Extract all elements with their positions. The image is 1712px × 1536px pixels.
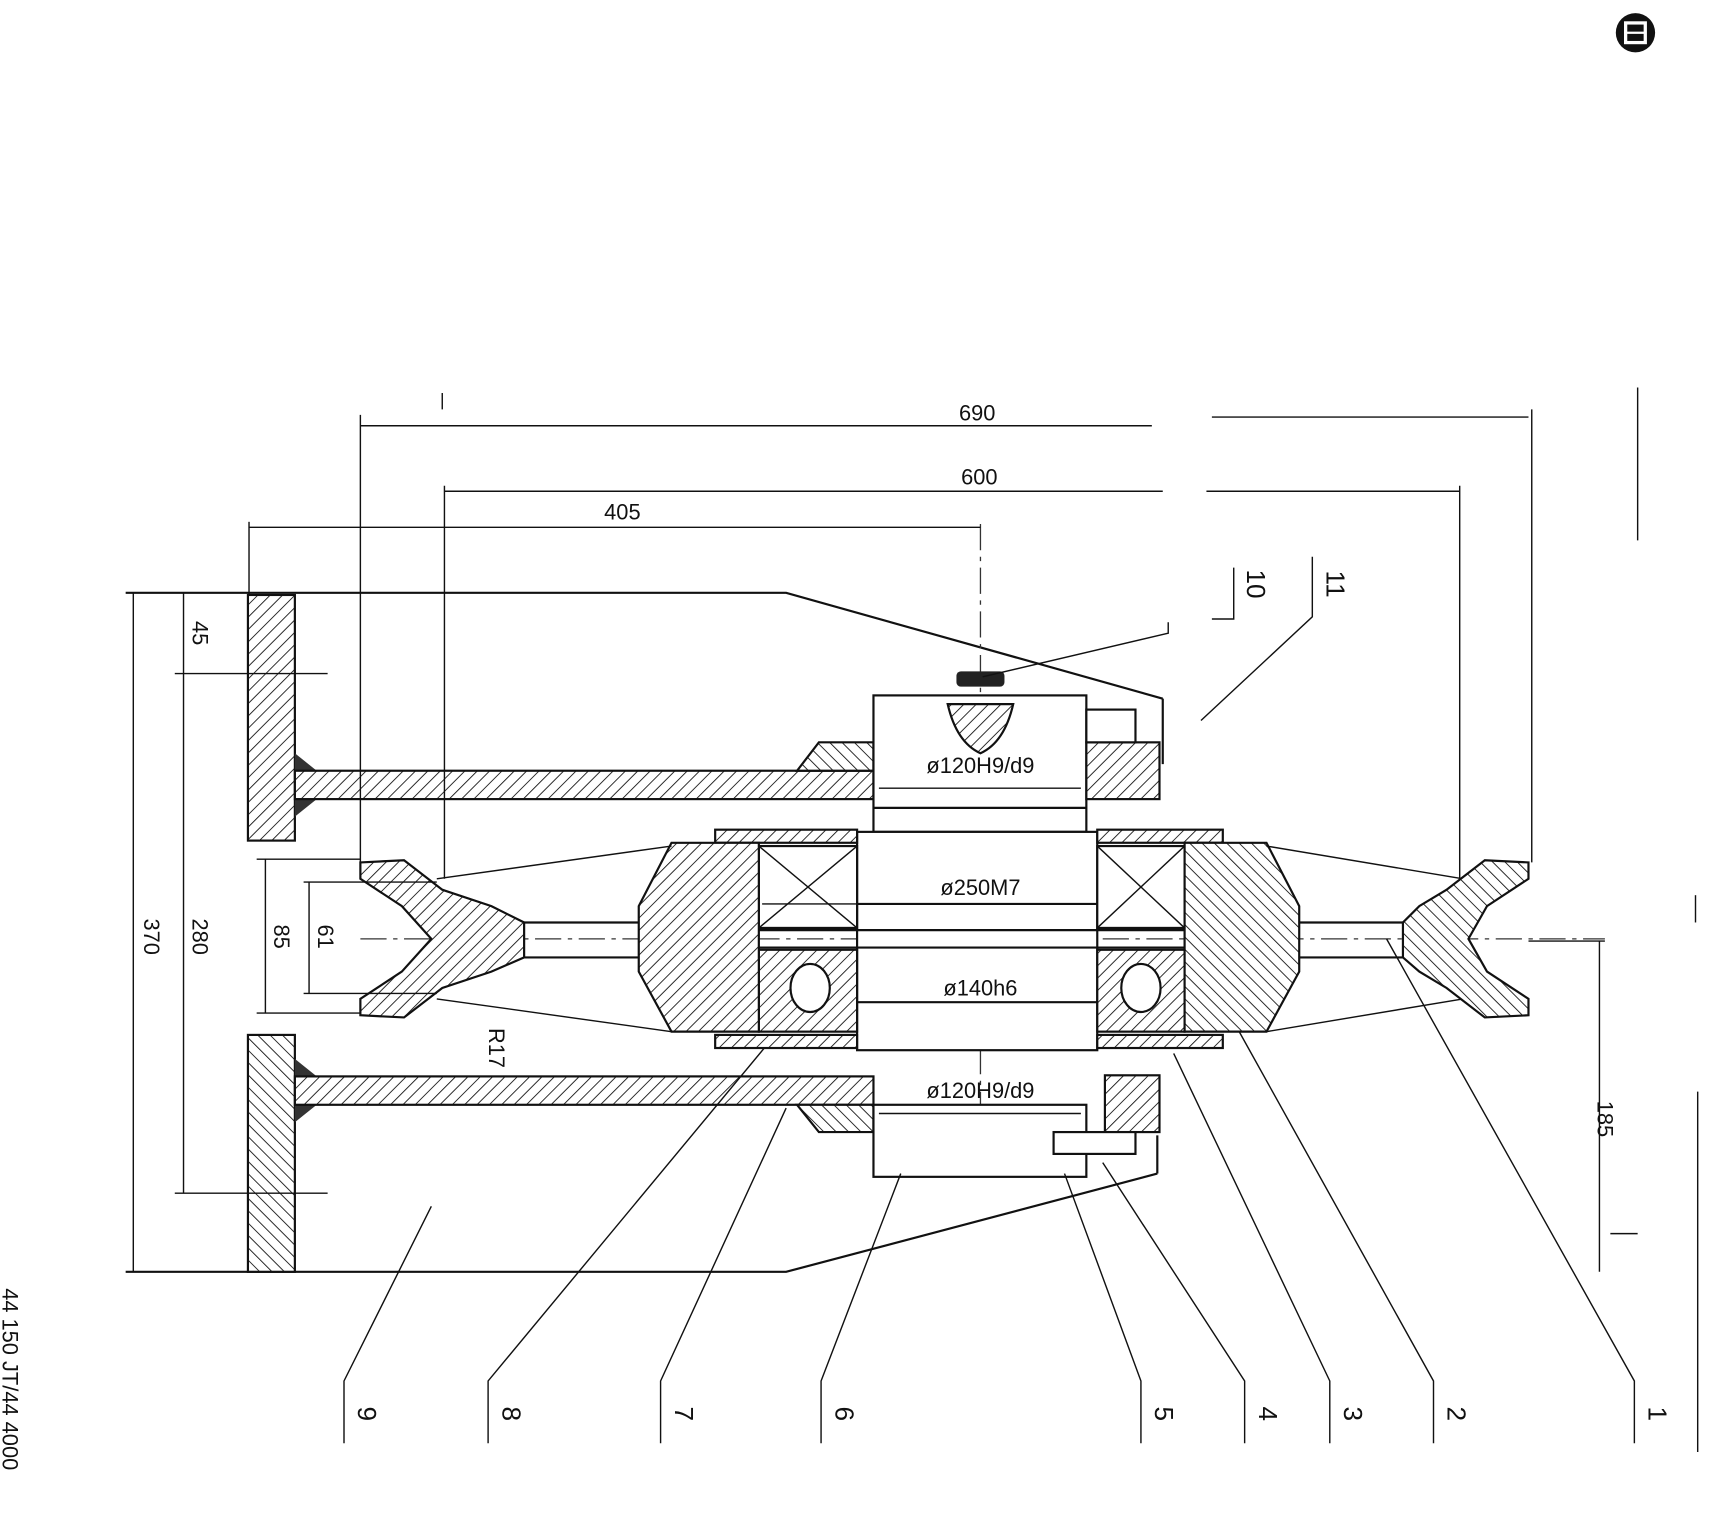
dim-405: 405: [604, 500, 640, 525]
part-5: 5: [1149, 1406, 1179, 1421]
dim-85: 85: [269, 925, 294, 949]
part-11: 11: [1321, 570, 1351, 597]
part-6: 6: [829, 1406, 859, 1421]
dim-690: 690: [959, 400, 995, 425]
radius-r17: R17: [484, 1028, 509, 1068]
part-numbers: 1 2 3 4 5 6 7 8 9 10 11: [352, 569, 1672, 1421]
fit-shaft: ø140h6: [943, 976, 1017, 1001]
dimension-lines: [132, 409, 1638, 1272]
part-8: 8: [496, 1406, 526, 1421]
dim-600: 600: [961, 465, 997, 490]
center-shaft: [856, 830, 1099, 1052]
part-9: 9: [352, 1406, 382, 1421]
fit-outer-bore: ø250M7: [940, 875, 1020, 900]
dim-280: 280: [187, 918, 212, 954]
left-ball-bearing: [757, 948, 859, 1033]
margin-text: 44 150 JT/44 4000: [0, 1288, 22, 1470]
dim-45: 45: [187, 621, 212, 645]
part-4: 4: [1253, 1406, 1283, 1421]
right-ball-bearing: [1096, 948, 1186, 1033]
dim-185: 185: [1592, 1101, 1617, 1137]
dim-370: 370: [139, 918, 164, 954]
left-roller-bearing: [757, 844, 859, 930]
bottom-flange: [246, 1033, 296, 1273]
left-pulley-hub: [637, 841, 760, 1033]
part-10: 10: [1241, 569, 1271, 598]
right-pulley-hub: [1183, 841, 1301, 1033]
right-pulley-rim: [1401, 859, 1530, 1019]
dim-61: 61: [313, 925, 338, 949]
part-3: 3: [1338, 1406, 1368, 1421]
top-flange: [246, 593, 296, 842]
top-web-plate: [293, 769, 875, 801]
part-1: 1: [1643, 1406, 1673, 1421]
part-leaders: [343, 556, 1636, 1444]
part-2: 2: [1442, 1406, 1472, 1421]
part-7: 7: [669, 1406, 699, 1421]
fit-upper-bore: ø120H9/d9: [926, 753, 1034, 778]
left-pulley-rim: [359, 859, 526, 1019]
stamp-logo-icon: [1615, 13, 1656, 53]
fit-lower-bore: ø120H9/d9: [926, 1078, 1034, 1103]
bottom-web-plate: [293, 1075, 875, 1106]
right-roller-bearing: [1096, 844, 1186, 930]
lower-hub-housing: [872, 1103, 1088, 1178]
